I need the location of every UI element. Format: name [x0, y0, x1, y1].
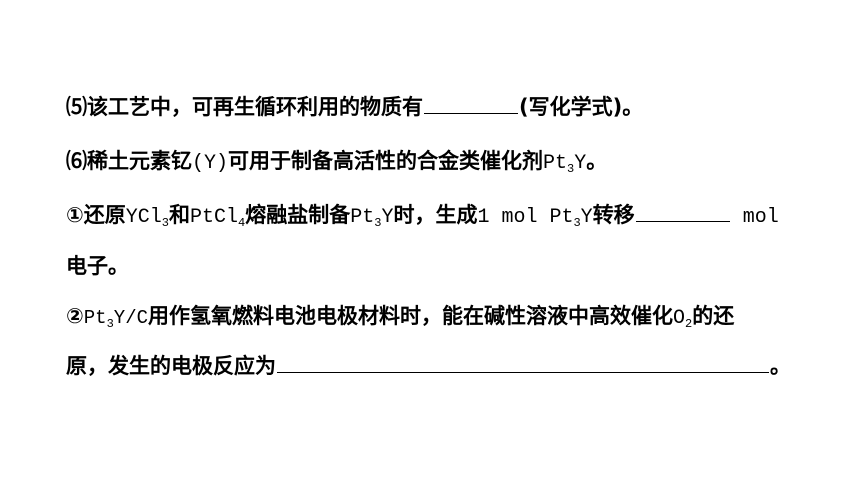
q6-intro-text: ⑹稀土元素钇 — [66, 149, 192, 173]
answer-blank-q5[interactable] — [424, 93, 518, 114]
formula-o2: O2 — [673, 307, 693, 331]
question-6-intro-line: ⑹稀土元素钇(Y)可用于制备高活性的合金类催化剂Pt3Y。 — [66, 147, 607, 175]
q6-intro-middle: 可用于制备高活性的合金类催化剂 — [228, 149, 544, 173]
answer-blank-electrode-reaction[interactable] — [277, 352, 769, 373]
formula-ycl3: YCl3 — [125, 206, 169, 230]
question-6-part-1-line: ①还原YCl3和PtCl4熔融盐制备Pt3Y时，生成1 mol Pt3Y转移 m… — [66, 201, 779, 229]
part1-line2: 电子。 — [66, 254, 129, 278]
part2-line2-text: 原，发生的电极反应为 — [66, 354, 276, 378]
part2-line2-end: 。 — [770, 354, 791, 378]
part1-mid: 熔融盐制备 — [245, 203, 351, 227]
answer-blank-electrons[interactable] — [635, 201, 730, 222]
part1-zhuanyi: 转移 — [592, 203, 635, 227]
part1-marker: ①还原 — [66, 203, 126, 227]
q5-note: (写化学式)。 — [519, 95, 644, 119]
q5-text: ⑸该工艺中，可再生循环利用的物质有 — [66, 95, 423, 119]
part2-marker: ② — [66, 304, 84, 328]
part1-shi: 时，生成 — [393, 203, 478, 227]
formula-ptcl4: PtCl4 — [190, 206, 246, 230]
question-6-part-2-line-2: 原，发生的电极反应为 。 — [66, 352, 791, 380]
formula-pt3y: Pt3Y — [350, 206, 394, 230]
formula-pt3y-c: Pt3Y/C — [83, 307, 149, 331]
q6-intro-formula: Pt3Y — [543, 152, 587, 176]
question-6-part-2-line: ②Pt3Y/C用作氢氧燃料电池电极材料时，能在碱性溶液中高效催化O2的还 — [66, 302, 734, 330]
part2-end: 的还 — [692, 304, 735, 328]
question-6-part-1-line-2: 电子。 — [66, 252, 129, 280]
part1-he: 和 — [169, 203, 190, 227]
question-5-line: ⑸该工艺中，可再生循环利用的物质有 (写化学式)。 — [66, 93, 643, 121]
unit-mol: mol — [742, 206, 779, 229]
q6-intro-end: 。 — [586, 149, 608, 173]
q6-intro-symbol-y: (Y) — [192, 152, 229, 175]
amount-1mol-pt3y: 1 mol Pt3Y — [477, 206, 593, 230]
part2-mid: 用作氢氧燃料电池电极材料时，能在碱性溶液中高效催化 — [148, 304, 674, 328]
